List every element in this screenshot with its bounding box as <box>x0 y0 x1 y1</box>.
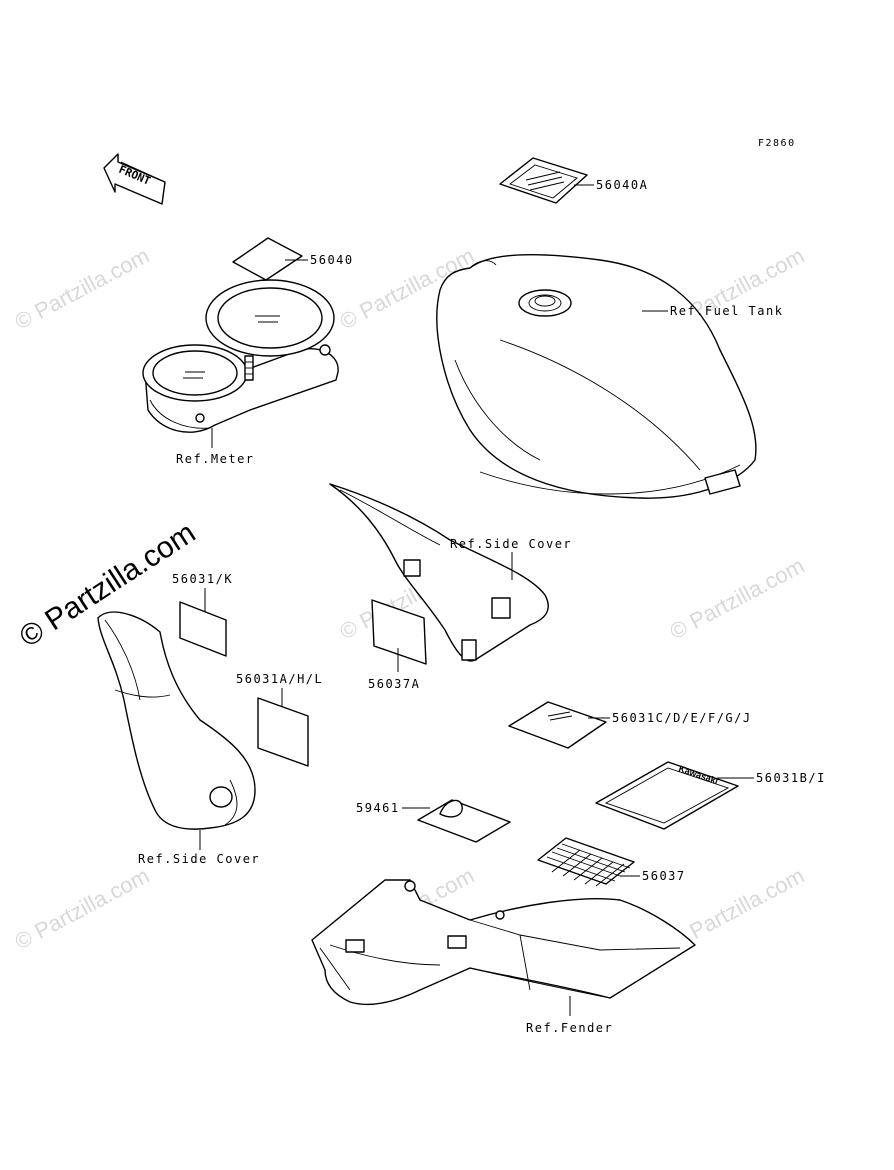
front-arrow-icon: FRONT <box>103 153 166 205</box>
decal-56031K: 56031/K <box>172 572 233 657</box>
watermark: © Partzilla.com <box>11 243 154 335</box>
label-ref-side-cover-lower: Ref.Side Cover <box>138 852 260 866</box>
decal-56037: 56037 <box>537 837 686 887</box>
label-56037: 56037 <box>642 869 686 883</box>
watermark: © Partzilla.com <box>11 863 154 955</box>
label-ref-fender: Ref.Fender <box>526 1021 613 1035</box>
label-56037A: 56037A <box>368 677 420 691</box>
label-59461: 59461 <box>356 801 400 815</box>
label-56040A: 56040A <box>596 178 648 192</box>
meter-assembly: Ref.Meter <box>142 279 339 466</box>
label-ref-fuel-tank: Ref.Fuel Tank <box>670 304 783 318</box>
fuel-tank: Ref.Fuel Tank <box>436 254 783 499</box>
label-56031AHL: 56031A/H/L <box>236 672 323 686</box>
figure-code: F2860 <box>758 138 796 149</box>
label-56031CDEFGJ: 56031C/D/E/F/G/J <box>612 711 752 725</box>
decal-56037A: 56037A <box>368 599 427 691</box>
decal-56031CDEFGJ: 56031C/D/E/F/G/J <box>508 701 752 749</box>
side-cover-upper: Ref.Side Cover <box>329 483 572 662</box>
side-cover-lower: Ref.Side Cover <box>97 611 260 866</box>
label-ref-meter: Ref.Meter <box>176 452 255 466</box>
decal-56031AHL: 56031A/H/L <box>236 672 323 767</box>
decal-56040A: 56040A <box>499 157 648 204</box>
label-56040: 56040 <box>310 253 354 267</box>
decal-59461: 59461 <box>356 799 511 843</box>
decal-56040: 56040 <box>232 237 354 281</box>
watermark: © Partzilla.com <box>666 553 809 645</box>
decal-56031BI: Kawasaki 56031B/I <box>595 761 826 830</box>
label-56031BI: 56031B/I <box>756 771 826 785</box>
label-ref-side-cover-upper: Ref.Side Cover <box>450 537 572 551</box>
fender: Ref.Fender <box>311 879 696 1035</box>
label-56031K: 56031/K <box>172 572 233 586</box>
